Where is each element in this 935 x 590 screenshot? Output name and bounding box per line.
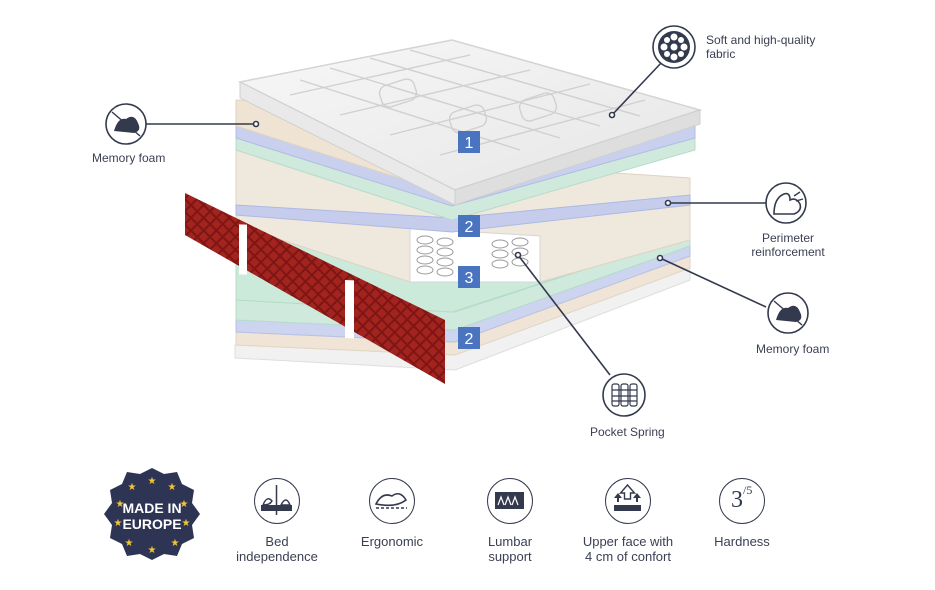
svg-text:★: ★: [125, 538, 134, 549]
pocket-spring-icon: [602, 373, 646, 417]
svg-text:★: ★: [116, 499, 125, 510]
feature-label: Lumbar support: [487, 534, 533, 564]
svg-text:★: ★: [148, 476, 157, 487]
fabric-label: Soft and high-quality fabric: [706, 33, 816, 61]
svg-text:★: ★: [171, 538, 180, 549]
svg-text:★: ★: [148, 545, 157, 556]
layer-badge-4: [458, 327, 480, 349]
pocket-spring-label: Pocket Spring: [590, 425, 665, 439]
feature-lumbar-support: Lumbar support: [450, 478, 570, 564]
hardness-value: 3/5: [731, 483, 753, 513]
fabric-icon: [652, 25, 696, 69]
memory-foam-left-label: Memory foam: [92, 151, 166, 165]
top-pad: [237, 39, 703, 206]
layer-number-2: 2: [465, 219, 474, 236]
callout-lines: [146, 61, 767, 376]
layer-number-badges: 1 2 3 2: [458, 131, 480, 349]
svg-text:★: ★: [180, 499, 189, 510]
hardness-icon: 3/5: [719, 478, 765, 524]
layer-badge-2: [458, 215, 480, 237]
lumbar-support-icon: [487, 478, 533, 524]
svg-text:★: ★: [128, 482, 137, 493]
badge-label: MADE IN EUROPE: [122, 500, 182, 532]
svg-text:★: ★: [168, 482, 177, 493]
layer-badge-1: [458, 131, 480, 153]
made-in-europe-badge: ★★★ ★★★ ★★★★: [104, 468, 200, 560]
side-handle-panel: [185, 193, 445, 384]
svg-text:★: ★: [182, 518, 191, 529]
memory-foam-icon: [105, 103, 147, 145]
feature-label: Upper face with 4 cm of confort: [582, 534, 674, 564]
memory-foam-icon-right: [767, 292, 809, 334]
layer-badge-3: [458, 266, 480, 288]
feature-ergonomic: Ergonomic: [332, 478, 452, 549]
feature-hardness: 3/5 Hardness: [682, 478, 802, 549]
layer-number-4: 2: [465, 331, 474, 348]
perimeter-reinforcement-icon: [765, 182, 807, 224]
feature-label: Bed independence: [236, 534, 318, 564]
ergonomic-icon: [369, 478, 415, 524]
upper-face-icon: [605, 478, 651, 524]
feature-label: Ergonomic: [360, 534, 424, 549]
layer-number-3: 3: [465, 270, 474, 287]
bed-independence-icon: [254, 478, 300, 524]
perimeter-reinforcement-label: Perimeter reinforcement: [751, 231, 825, 259]
feature-label: Hardness: [714, 534, 770, 549]
feature-bed-independence: Bed independence: [217, 478, 337, 564]
memory-foam-right-label: Memory foam: [756, 342, 830, 356]
feature-upper-face: Upper face with 4 cm of confort: [568, 478, 688, 564]
layer-number-1: 1: [465, 135, 474, 152]
svg-text:★: ★: [114, 518, 123, 529]
